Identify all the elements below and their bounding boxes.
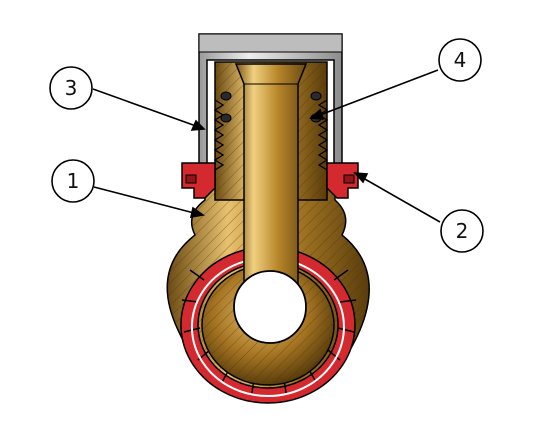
callout-2: 2 [440,209,484,253]
stem-tube [234,63,308,291]
callout-2-label: 2 [456,219,469,243]
red-collar [181,162,359,199]
bore-hole [233,270,307,344]
callout-1-label: 1 [67,169,80,193]
seal-ring [180,246,357,404]
callout-1: 1 [51,159,95,203]
callout-3: 3 [49,66,93,110]
callout-3-label: 3 [65,76,78,100]
callout-4-label: 4 [454,48,467,72]
leader-lines [92,69,441,223]
callout-4: 4 [438,38,482,82]
cap-sleeve [198,33,343,179]
